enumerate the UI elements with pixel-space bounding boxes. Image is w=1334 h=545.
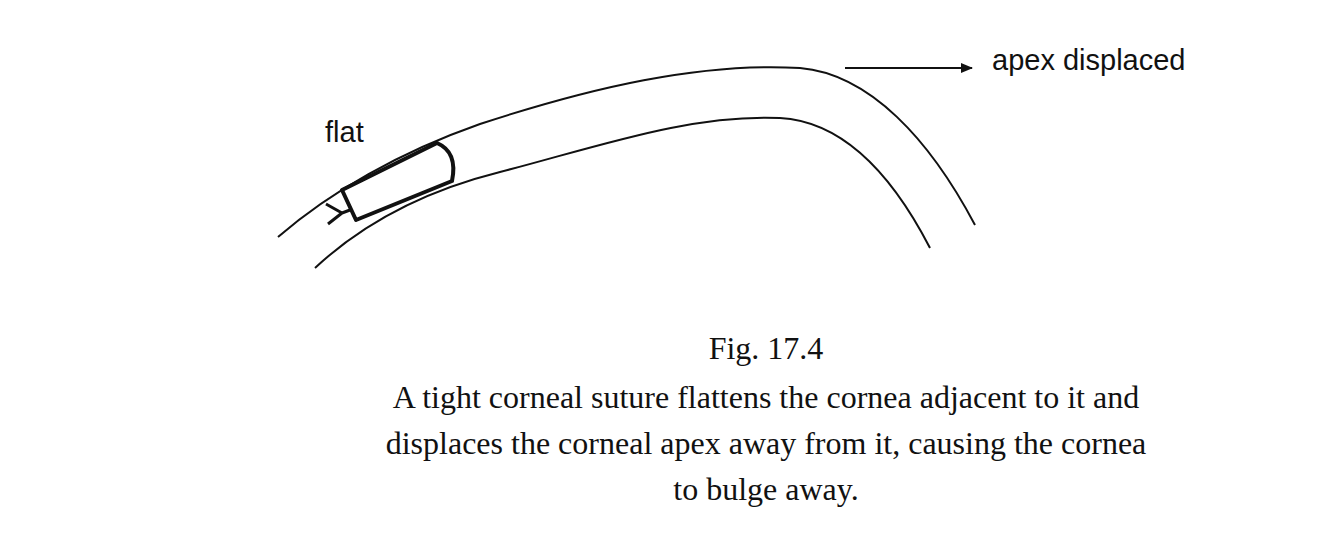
apex-arrow [845,67,972,69]
suture-knot [326,204,350,224]
cornea-inner-surface [315,118,930,268]
figure-caption: A tight corneal suture flattens the corn… [371,374,1161,512]
figure-number: Fig. 17.4 [371,330,1161,367]
part-label: flat [325,116,364,149]
suture [342,143,453,220]
part-label: apex displaced [992,44,1185,77]
cornea-outer-surface [278,67,975,237]
